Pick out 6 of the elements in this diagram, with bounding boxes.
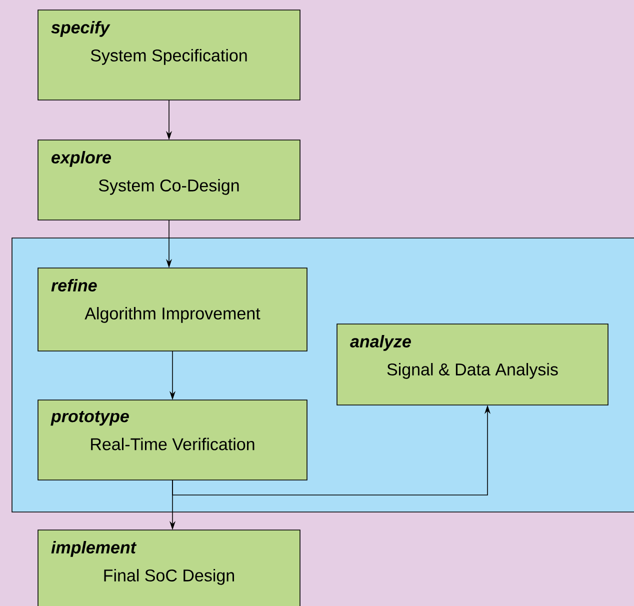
process-box: refine Algorithm Improvement bbox=[38, 268, 308, 352]
process-box: specify System Specification bbox=[38, 10, 300, 100]
process-box: explore System Co-Design bbox=[38, 140, 300, 220]
process-box: implement Final SoC Design bbox=[38, 530, 300, 606]
process-box: analyze Signal & Data Analysis bbox=[336, 324, 608, 406]
process-box: prototype Real-Time Verification bbox=[38, 400, 308, 480]
